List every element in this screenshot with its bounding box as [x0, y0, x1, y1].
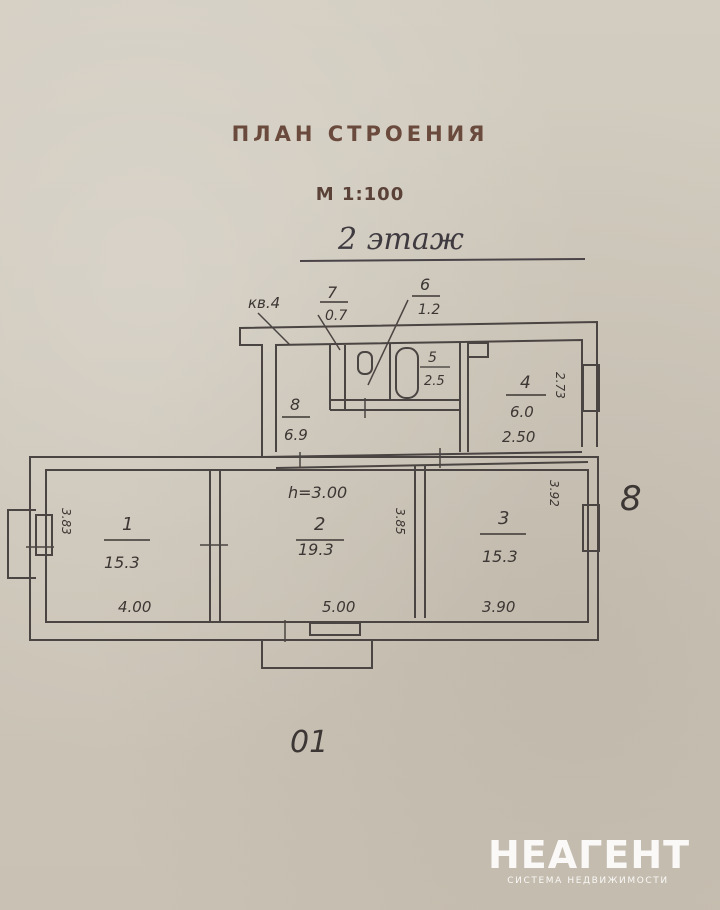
toilet	[357, 351, 373, 375]
partition-upper-main	[261, 451, 583, 458]
room-2-area: 19.3	[298, 540, 334, 559]
watermark-name: НЕАГЕНТ	[488, 833, 691, 877]
entry-steps	[309, 622, 361, 636]
ceiling-height: h=3.00	[288, 483, 347, 502]
room-6-number: 6	[420, 275, 430, 294]
leader-6	[367, 299, 409, 386]
room-1-area: 15.3	[104, 553, 140, 572]
window-right-3	[582, 504, 600, 552]
plan-title: ПЛАН СТРОЕНИЯ	[231, 122, 489, 146]
apartment-label: кв.4	[248, 294, 280, 312]
room-1-depth: 3.83	[59, 508, 73, 535]
balcony-left	[7, 509, 36, 579]
room-2-number: 2	[314, 514, 325, 535]
room-3-width: 3.90	[482, 598, 515, 616]
partition-upper-main-b	[275, 461, 589, 469]
room-2-depth: 3.85	[393, 508, 407, 535]
room-3-depth: 3.92	[547, 480, 561, 507]
room-4-width: 2.50	[502, 428, 535, 446]
leader-7	[317, 314, 341, 351]
room-6-area: 1.2	[418, 302, 440, 318]
window-left	[35, 514, 53, 556]
window-right-4	[582, 364, 600, 412]
room-8-area: 6.9	[284, 426, 308, 444]
room-5-number: 5	[428, 350, 437, 366]
room-2-width: 5.00	[322, 598, 355, 616]
watermark-tagline: СИСТЕМА НЕДВИЖИМОСТИ	[507, 876, 669, 886]
room-3-number: 3	[498, 508, 509, 529]
scale-label: М 1:100	[315, 184, 405, 205]
room-1-width: 4.00	[118, 598, 151, 616]
watermark-logo: НЕАГЕНТ СИСТЕМА НЕДВИЖИМОСТИ	[488, 833, 691, 886]
room-7-number: 7	[327, 283, 338, 302]
floor-label: 2 этаж	[338, 222, 464, 257]
bathtub	[395, 347, 419, 399]
room-5-area: 2.5	[424, 374, 445, 389]
room-4-number: 4	[520, 373, 531, 393]
entry-porch	[261, 640, 373, 669]
handwritten-mark-01: 01	[290, 725, 328, 760]
room-8-number: 8	[290, 395, 300, 414]
outer-wall-upper	[239, 320, 598, 457]
leader-kv	[257, 312, 291, 346]
room-1-number: 1	[122, 514, 133, 535]
sink	[467, 342, 489, 358]
room-4-area: 6.0	[510, 403, 534, 421]
room-4-depth: 2.73	[553, 372, 567, 399]
room-3-area: 15.3	[482, 547, 518, 566]
room-7-area: 0.7	[325, 308, 347, 324]
handwritten-mark-8: 8	[620, 479, 642, 519]
